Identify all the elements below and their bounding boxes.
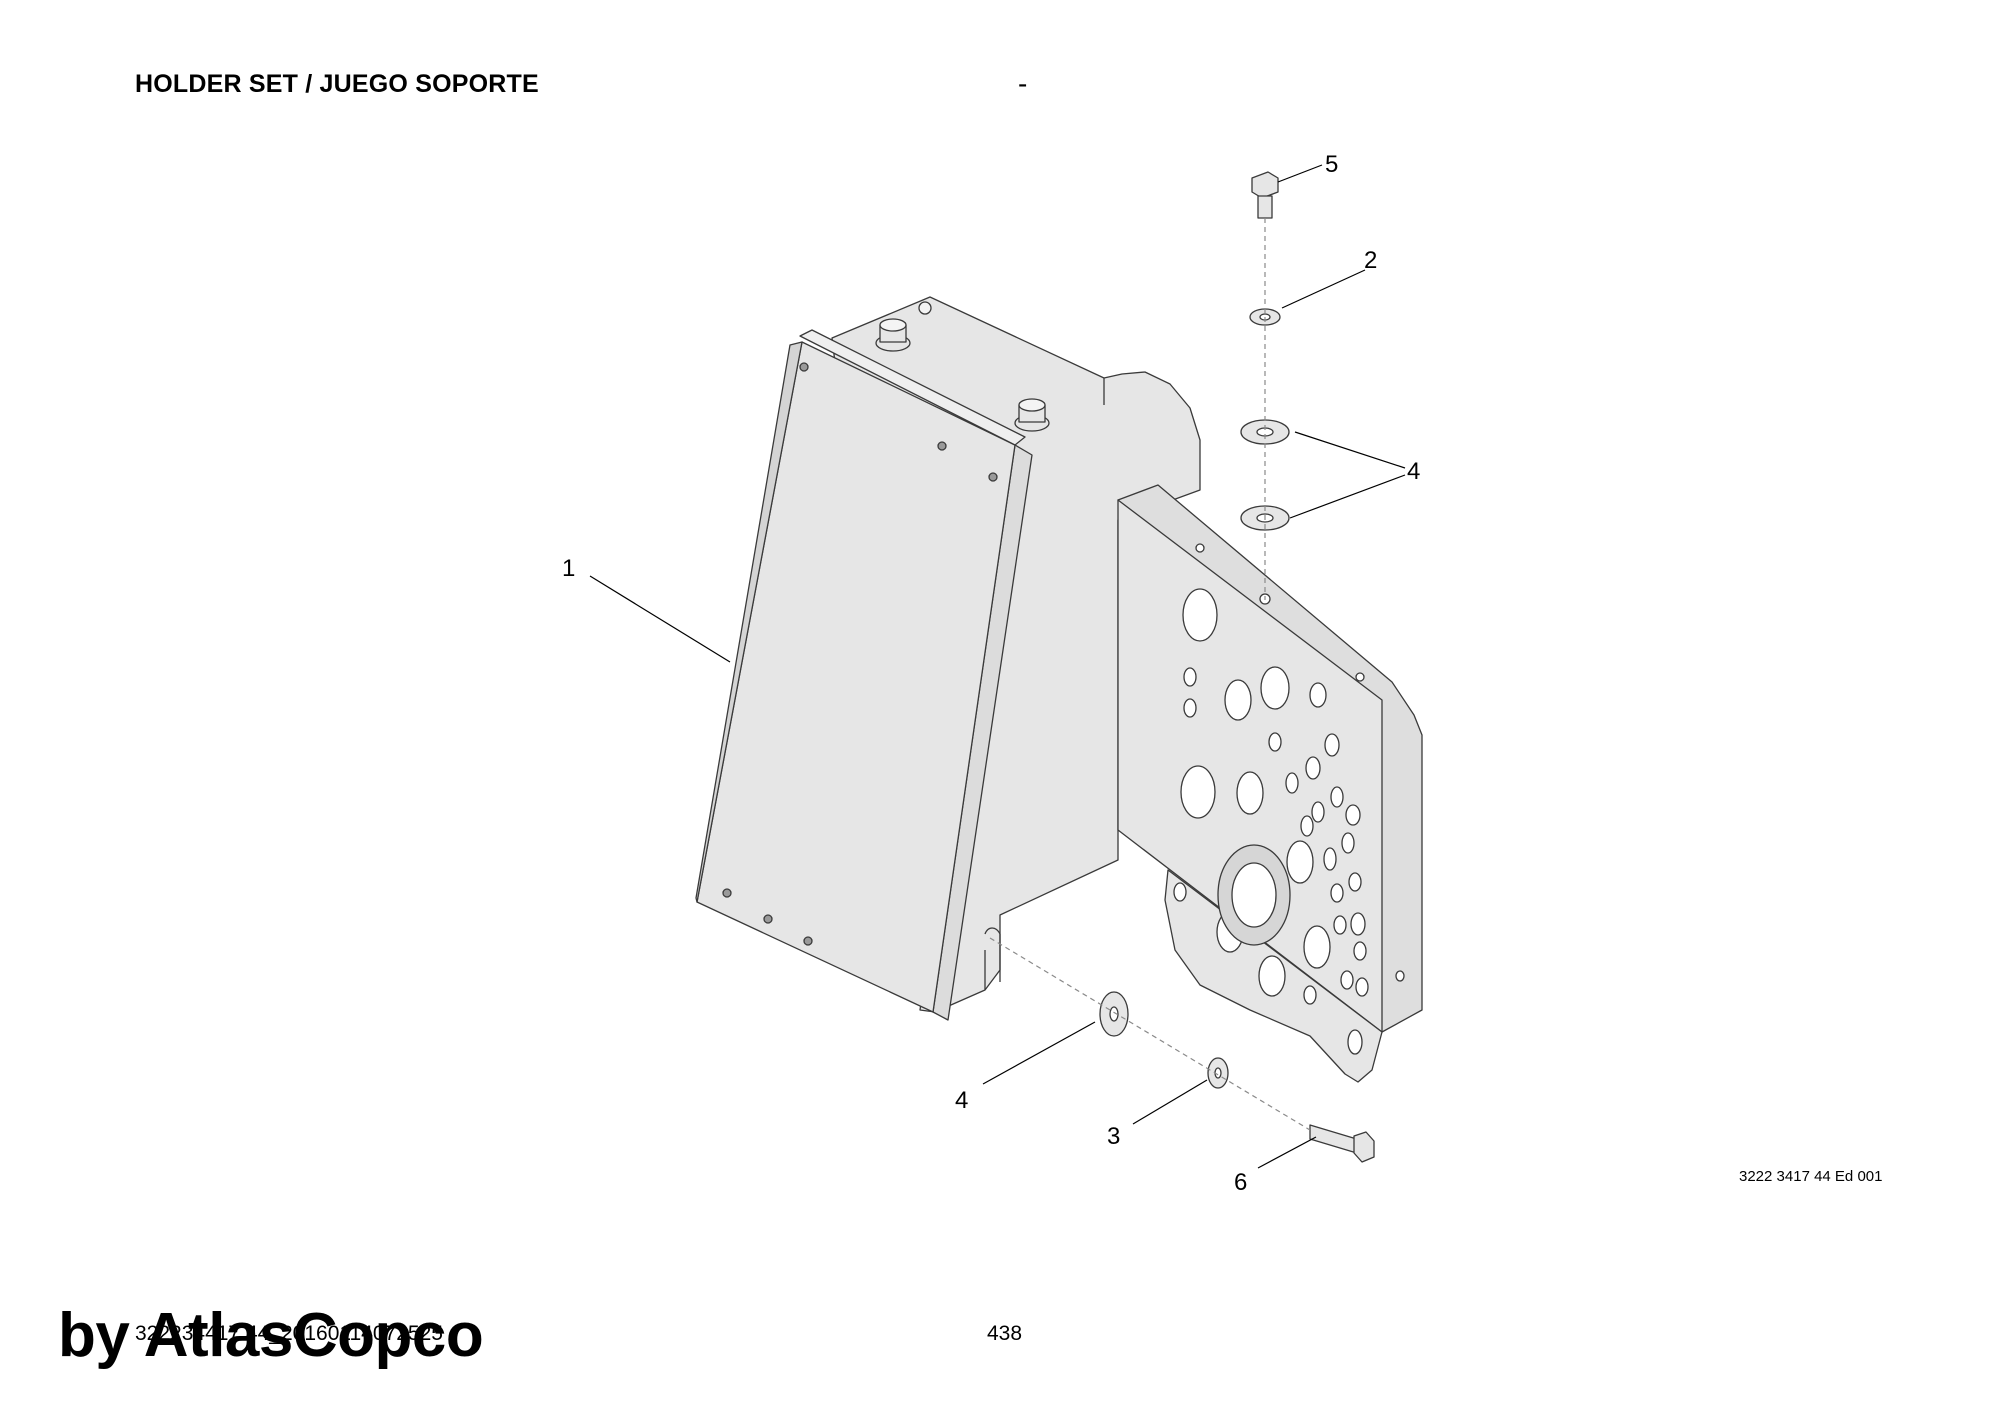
cover-plate	[695, 329, 1033, 1021]
page-number: 438	[987, 1322, 1023, 1345]
leader-line	[589, 575, 731, 663]
top-nut	[1014, 398, 1050, 432]
side-mounting-plate	[1117, 484, 1423, 1083]
bolt-bottom	[1309, 1124, 1375, 1163]
plate-hole	[988, 472, 998, 482]
leader-line	[982, 1021, 1096, 1085]
leader-line	[1294, 431, 1406, 469]
leader-line	[1257, 1136, 1317, 1169]
plate-hole	[937, 441, 947, 451]
plate-hole	[722, 888, 732, 898]
bolt-top	[1251, 171, 1279, 219]
plate-hole	[763, 914, 773, 924]
plate-hole	[799, 362, 809, 372]
callout-4-top: 4	[1407, 458, 1420, 485]
page-title: HOLDER SET / JUEGO SOPORTE	[135, 70, 539, 98]
assembly-axis	[989, 937, 1311, 1131]
callout-6: 6	[1234, 1169, 1247, 1196]
callout-2: 2	[1364, 247, 1377, 274]
leader-line	[1277, 164, 1323, 183]
title-separator: -	[1018, 68, 1028, 99]
callout-3: 3	[1107, 1123, 1120, 1150]
leader-line	[1289, 474, 1406, 519]
atlascopco-watermark: by AtlasCopco	[58, 1301, 484, 1370]
leader-line	[1132, 1079, 1208, 1125]
callout-1: 1	[562, 555, 575, 582]
drawing-reference: 3222 3417 44 Ed 001	[1739, 1168, 1883, 1185]
plate-hole	[803, 936, 813, 946]
callout-5: 5	[1325, 151, 1338, 178]
document-id: 322234417 44_20160114072525	[135, 1322, 443, 1345]
leader-line	[1281, 269, 1366, 309]
top-nut	[875, 301, 932, 352]
callout-4-bottom: 4	[955, 1087, 968, 1114]
